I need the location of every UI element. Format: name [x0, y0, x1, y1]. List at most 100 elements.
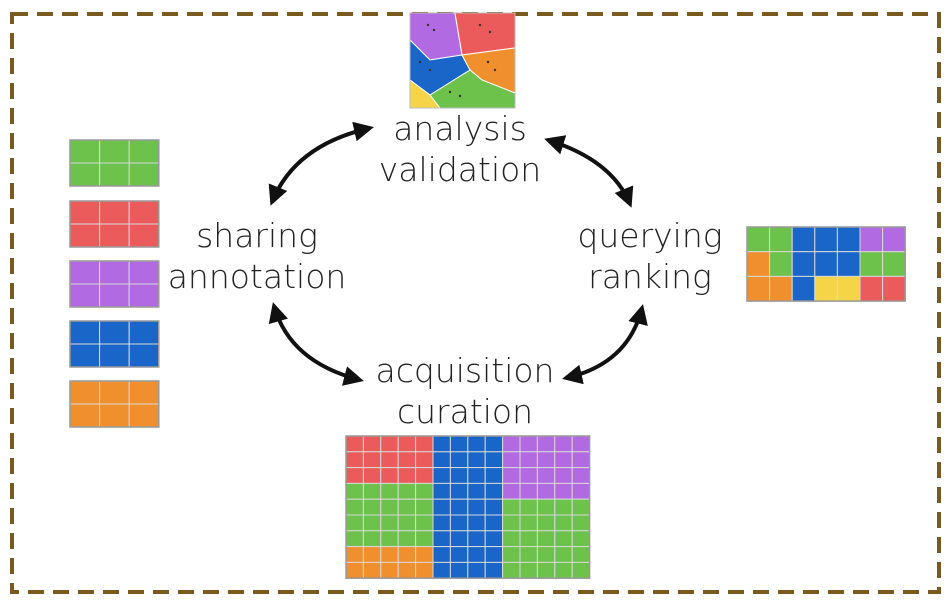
legend-swatch-green	[128, 139, 160, 164]
curation-cell	[502, 498, 521, 516]
curation-cell	[571, 546, 591, 563]
curation-cell	[519, 467, 538, 484]
ranking-cell	[882, 275, 906, 302]
curation-cell	[536, 467, 556, 484]
curation-cell	[415, 546, 434, 563]
curation-cell	[449, 435, 469, 453]
color-legend-column	[69, 139, 160, 428]
segment-point	[426, 23, 430, 27]
curation-cell	[345, 514, 364, 532]
curation-cell	[380, 482, 399, 500]
curation-cell	[449, 498, 469, 516]
curation-cell	[397, 514, 417, 532]
legend-swatch-red	[69, 223, 101, 248]
curation-cell	[380, 546, 399, 563]
curation-cell	[432, 467, 451, 484]
curation-cell	[571, 561, 591, 579]
curation-cell	[397, 451, 417, 469]
curation-cell	[554, 546, 573, 563]
ranking-grid	[746, 226, 906, 302]
legend-swatch-blue	[128, 320, 160, 345]
ranking-cell	[746, 226, 771, 253]
legend-swatch-red-border	[69, 200, 160, 248]
curation-grid	[345, 435, 591, 579]
curation-cell	[432, 435, 451, 453]
stage-label-line: curation	[396, 392, 534, 431]
curation-cell	[432, 561, 451, 579]
curation-cell	[345, 435, 364, 453]
legend-swatch-blue	[128, 343, 160, 368]
legend-swatch-blue	[99, 320, 130, 345]
curation-cell	[362, 467, 382, 484]
curation-cell	[397, 467, 417, 484]
curation-cell	[554, 498, 573, 516]
curation-cell	[467, 467, 486, 484]
curation-cell	[362, 435, 382, 453]
legend-swatch-green	[99, 139, 130, 164]
curation-cell	[380, 514, 399, 532]
ranking-cell	[769, 226, 793, 253]
legend-swatch-red	[69, 200, 101, 225]
curation-cell	[345, 482, 364, 500]
curation-cell	[362, 530, 382, 548]
stage-label-line: analysis	[393, 109, 527, 148]
segment-point	[418, 60, 422, 64]
curation-cell	[415, 467, 434, 484]
curation-cell	[432, 546, 451, 563]
curation-cell	[467, 451, 486, 469]
curation-cell	[449, 451, 469, 469]
curation-cell	[380, 498, 399, 516]
curation-cell	[432, 514, 451, 532]
ranking-cell	[882, 251, 906, 277]
curation-cell	[449, 467, 469, 484]
curation-cell	[571, 467, 591, 484]
curation-cell	[536, 435, 556, 453]
curation-cell	[571, 514, 591, 532]
stage-label-line: sharing	[196, 216, 318, 255]
curation-cell	[345, 546, 364, 563]
curation-cell	[519, 561, 538, 579]
curation-cell	[467, 546, 486, 563]
legend-swatch-red	[99, 223, 130, 248]
legend-swatch-orange	[69, 380, 101, 405]
legend-swatch-purple	[128, 283, 160, 308]
curation-cell	[362, 561, 382, 579]
curation-cell	[397, 435, 417, 453]
curation-cell	[571, 451, 591, 469]
ranking-cell	[791, 226, 816, 253]
curation-cell	[467, 561, 486, 579]
curation-cell	[432, 482, 451, 500]
legend-swatch-green-border	[69, 139, 160, 187]
segment-point	[448, 90, 452, 94]
curation-cell	[449, 546, 469, 563]
legend-swatch-purple	[69, 283, 101, 308]
curation-cell	[571, 482, 591, 500]
curation-cell	[502, 530, 521, 548]
curation-cell	[415, 561, 434, 579]
segment-point	[428, 68, 432, 72]
ranking-cell	[791, 251, 816, 277]
stage-label-line: querying	[577, 216, 723, 255]
legend-swatch-green	[69, 162, 101, 187]
ranking-cell	[769, 251, 793, 277]
curation-cell	[380, 561, 399, 579]
legend-swatch-purple	[69, 260, 101, 285]
segment-point	[478, 23, 482, 27]
curation-cell	[519, 546, 538, 563]
curation-cell	[536, 561, 556, 579]
curation-cell	[432, 530, 451, 548]
curation-cell	[536, 482, 556, 500]
legend-swatch-orange	[69, 403, 101, 428]
curation-cell	[449, 530, 469, 548]
curation-cell	[536, 546, 556, 563]
ranking-cell	[836, 251, 861, 277]
curation-cell	[415, 498, 434, 516]
arrow-left-bottom	[268, 302, 364, 386]
legend-swatch-orange	[99, 403, 130, 428]
curation-cell	[362, 451, 382, 469]
curation-cell	[397, 498, 417, 516]
curation-cell	[502, 451, 521, 469]
curation-cell	[380, 451, 399, 469]
legend-swatch-blue	[69, 320, 101, 345]
curation-cell	[519, 514, 538, 532]
